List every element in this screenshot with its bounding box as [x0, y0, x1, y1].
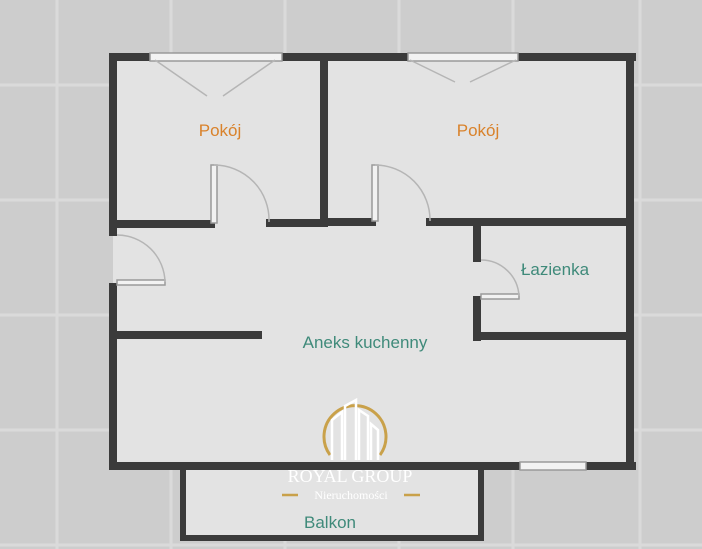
royal-group-logo: ROYAL GROUP Nieruchomości — [282, 397, 420, 502]
logo-wordmark: ROYAL GROUP — [288, 466, 413, 486]
room-label-pokoj-left: Pokój — [199, 121, 242, 140]
room-label-pokoj-right: Pokój — [457, 121, 500, 140]
logo-tagline: Nieruchomości — [314, 488, 388, 502]
room-label-lazienka: Łazienka — [521, 260, 590, 279]
balcony-walls — [180, 468, 484, 541]
balcony-floor — [180, 466, 484, 541]
windows-and-doors — [116, 52, 587, 471]
apartment-floor — [113, 57, 632, 468]
walls — [109, 53, 636, 470]
room-label-aneks-kuchenny: Aneks kuchenny — [303, 333, 428, 352]
room-label-balkon: Balkon — [304, 513, 356, 532]
